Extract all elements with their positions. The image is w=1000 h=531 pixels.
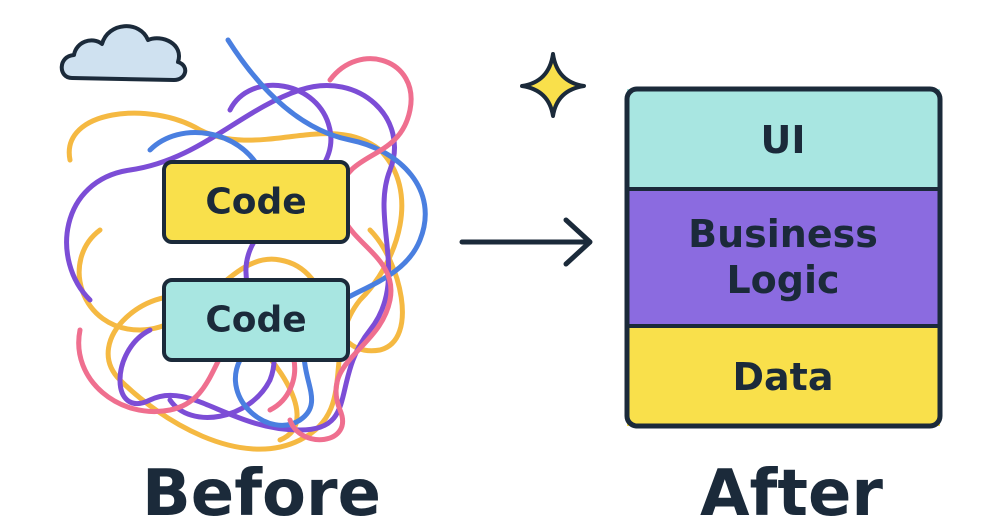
code-box-2-label: Code [205,300,306,341]
before-after-diagram: Code Code UI Business Logic Data [59,24,943,452]
layer-data-label: Data [733,355,834,399]
code-box-1: Code [162,160,350,244]
layer-ui-label: UI [761,118,806,162]
before-caption: Before [142,457,381,531]
after-caption: After [700,457,883,531]
cloud-icon [59,24,188,82]
tangle-line-purple-2 [167,82,334,420]
layer-ui [627,89,940,189]
tangled-lines [64,37,428,452]
arrow-right-icon [459,217,593,267]
layer-data [627,326,940,426]
tangle-line-purple [64,83,397,433]
code-box-1-label: Code [205,182,306,223]
tangle-line-blue [225,37,428,428]
layer-business-label-line2: Logic [726,258,839,302]
tangle-line-pink [287,56,414,443]
tangle-line-orange-2 [76,227,405,354]
layer-business-label-line1: Business [688,212,878,256]
sparkle-icon [520,52,586,118]
layer-stack: UI Business Logic Data [624,86,943,429]
layer-business-logic [627,189,940,326]
code-box-2: Code [162,278,350,362]
